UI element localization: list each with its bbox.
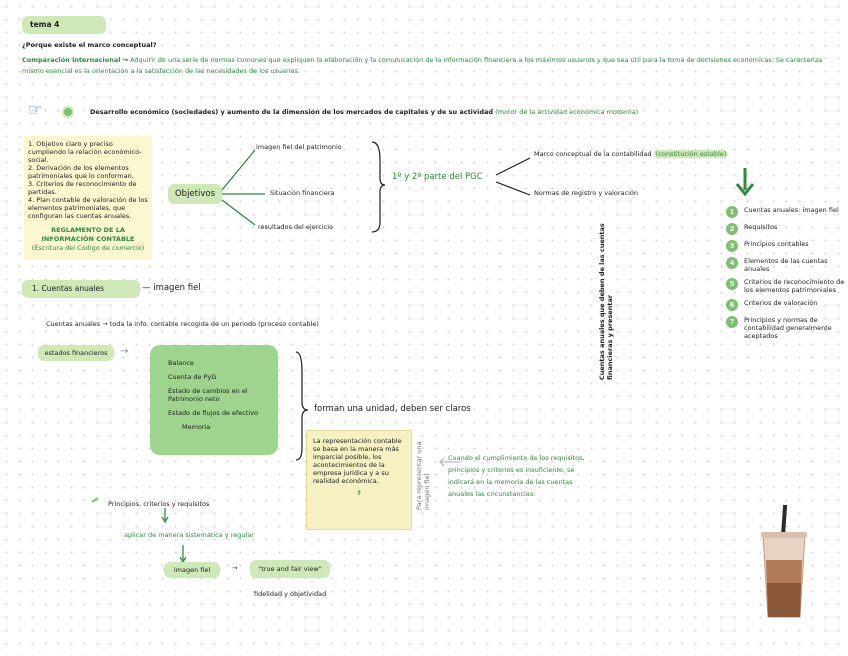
intro-label: Comparación internacional [22, 56, 121, 64]
iced-coffee-icon [761, 504, 807, 618]
number-badge: 3 [726, 240, 738, 252]
regulation-title: REGLAMENTO DE LA INFORMACIÓN CONTABLE [41, 226, 135, 243]
objective-item-situacion: Situación financiera [270, 189, 335, 197]
vertical-representar: Para representar una imagen fiel [415, 441, 431, 510]
number-badge: 4 [726, 257, 738, 269]
estados-label: estados financieros [38, 345, 114, 361]
fidelidad-text: fidelidad y objetividad [254, 590, 327, 598]
development-text: Desarrollo económico (sociedades) y aume… [90, 108, 494, 116]
numbered-text: Requisitos [744, 223, 778, 231]
numbered-text: Principios contables [744, 240, 809, 248]
regulation-note: 1. Objetivo claro y preciso cumpliendo l… [24, 136, 152, 260]
numbered-text: Elementos de las cuentas anuales [744, 257, 828, 273]
marco-tail: (constitución estable) [653, 150, 729, 158]
regulation-item: 4. Plan contable de valoración de los el… [28, 196, 148, 220]
estado-item: Estado de flujos de efectivo [168, 409, 259, 417]
principios-text: Principios, criterios y requisitos [108, 500, 210, 508]
arrow-icon: → [120, 346, 129, 357]
numbered-item: 4 Elementos de las cuentas anuales [726, 257, 846, 273]
numbered-text: Criterios de reconocimiento de los eleme… [744, 278, 845, 294]
question-mark: ? [357, 489, 361, 497]
unidad-text: forman una unidad, deben ser claros [314, 404, 471, 414]
pgc-branch-marco: Marco conceptual de la contabilidad (con… [534, 150, 729, 158]
cuentas-line-text: Cuentas anuales → toda la info. contable… [46, 320, 319, 328]
numbered-text: Cuentas anuales: imagen fiel [744, 206, 839, 214]
arrow-icon: → [232, 564, 238, 572]
intro-paragraph: Comparación internacional → Adquirir de … [22, 55, 832, 77]
aplicar-text: aplicar de manera sistemática y regular [124, 531, 254, 539]
objective-item-imagen: imagen fiel del patrimonio [256, 143, 342, 151]
regulation-subtitle: (Escritura del Código de comercio) [31, 244, 145, 252]
cuentas-line: Cuentas anuales → toda la info. contable… [46, 320, 566, 328]
bullet-icon [62, 106, 74, 118]
topic-tag: tema 4 [22, 16, 106, 34]
arrow-icon: — [142, 283, 154, 293]
estados-box: Balance Cuenta de PyG Estado de cambios … [150, 345, 278, 455]
objectives-label: Objetivos [168, 184, 222, 204]
objectives-lines [221, 141, 755, 233]
numbered-item: 1 Cuentas anuales: imagen fiel [726, 206, 846, 218]
true-fair-pill: "true and fair view" [250, 560, 330, 578]
imagen-fiel-text: imagen fiel [153, 283, 201, 293]
number-badge: 7 [726, 316, 738, 328]
number-badge: 1 [726, 206, 738, 218]
estado-item: Estado de cambios en el Patrimonio neto [168, 387, 248, 403]
numbered-item: 2 Requisitos [726, 223, 846, 235]
representation-note: La representación contable se basa en la… [306, 430, 412, 530]
intro-text: Adquirir de una serie de normas comunes … [22, 56, 823, 75]
number-badge: 5 [726, 278, 738, 290]
vertical-note: Cuentas anuales que deben de las cuentas… [598, 223, 614, 380]
representation-text: La representación contable se basa en la… [313, 437, 402, 485]
brace-lines [91, 351, 460, 564]
regulation-item: 3. Criterios de reconocimiento de partid… [28, 180, 137, 196]
marco-text: Marco conceptual de la contabilidad [534, 150, 652, 158]
numbered-item: 7 Principios y normas de contabilidad gen… [726, 316, 846, 340]
estado-item: Cuenta de PyG [168, 373, 217, 381]
pgc-branch-normas: Normas de registro y valoración [534, 189, 638, 197]
regulation-items: 1. Objetivo claro y preciso cumpliendo l… [28, 140, 148, 220]
numbered-item: 6 Criterios de valoración [726, 299, 846, 311]
section-imagen-fiel: — imagen fiel [142, 283, 201, 293]
pointing-hand-icon: ☞ [28, 100, 43, 119]
question-line: ¿Porque existe el marco conceptual? [22, 41, 157, 49]
intro-arrow: → [122, 56, 131, 64]
objective-item-resultados: resultados del ejercicio [258, 223, 333, 231]
estado-item: Balance [168, 359, 194, 367]
estado-item: Memoria [182, 423, 211, 431]
cumplimiento-text: Cuando el cumplimiento de los requisitos… [448, 454, 585, 498]
imagen-fiel-pill: imagen fiel [164, 562, 220, 578]
section-title: 1. Cuentas anuales [22, 280, 140, 298]
development-tail: (motor de la actividad económica moderna… [495, 108, 639, 116]
pgc-label: 1º y 2º parte del PGC [392, 172, 483, 182]
regulation-item: 1. Objetivo claro y preciso cumpliendo l… [28, 140, 142, 164]
numbered-item: 5 Criterios de reconocimiento de los elem… [726, 278, 846, 294]
number-badge: 6 [726, 299, 738, 311]
numbered-text: Principios y normas de contabilidad gene… [744, 316, 832, 340]
numbered-list: 1 Cuentas anuales: imagen fiel 2 Requisito… [726, 206, 846, 345]
numbered-text: Criterios de valoración [744, 299, 818, 307]
numbered-item: 3 Principios contables [726, 240, 846, 252]
development-line: Desarrollo económico (sociedades) y aume… [90, 108, 790, 116]
number-badge: 2 [726, 223, 738, 235]
regulation-item: 2. Derivación de los elementos patrimoni… [28, 164, 134, 180]
